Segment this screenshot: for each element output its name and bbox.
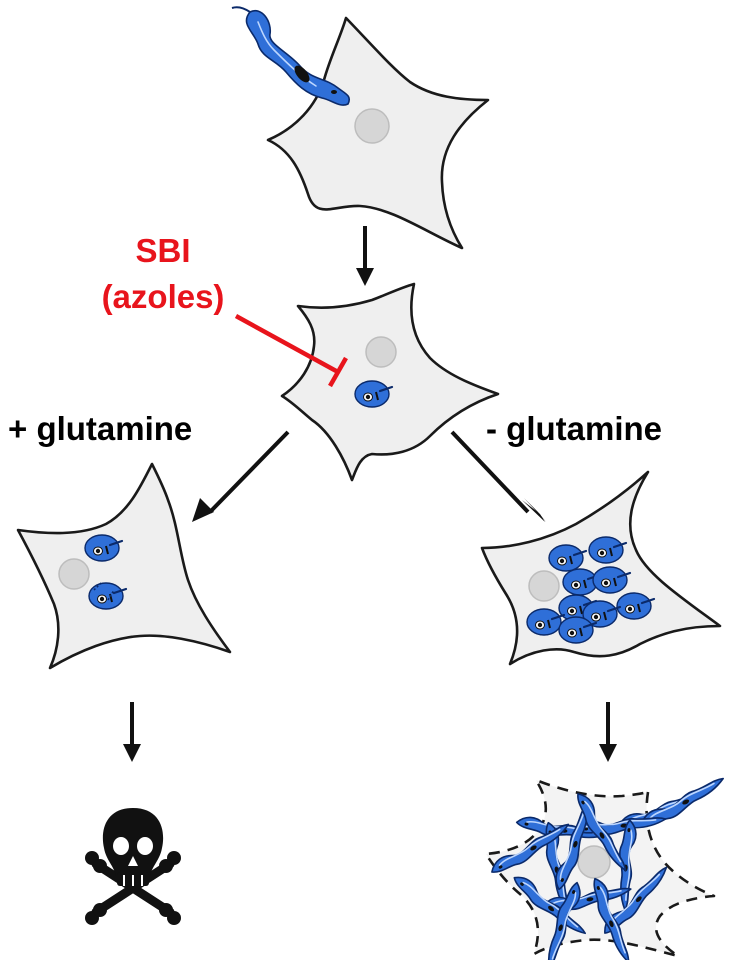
host-nucleus xyxy=(58,558,90,590)
arrow-to-left-branch xyxy=(192,430,290,522)
host-nucleus xyxy=(354,108,390,144)
drug-inhibition-line xyxy=(234,314,348,388)
drug-label-line1: SBI xyxy=(135,232,190,269)
host-nucleus xyxy=(365,336,397,368)
host-nucleus xyxy=(577,845,611,879)
without-glutamine-label: - glutamine xyxy=(486,410,662,447)
host-nucleus xyxy=(528,570,560,602)
host-cell-initial xyxy=(266,16,490,250)
arrow-to-right-branch xyxy=(450,430,546,522)
skull-crossbones-icon xyxy=(85,808,181,925)
with-glutamine-label: + glutamine xyxy=(8,410,192,447)
drug-label-line2: (azoles) xyxy=(102,278,225,315)
arrow-to-middle xyxy=(356,226,374,286)
host-cell-infected xyxy=(280,282,500,482)
arrow-left-down xyxy=(123,702,141,762)
trypomastigote-entering xyxy=(231,6,351,106)
host-cell-with-glutamine xyxy=(16,462,232,670)
arrow-right-down xyxy=(599,702,617,762)
